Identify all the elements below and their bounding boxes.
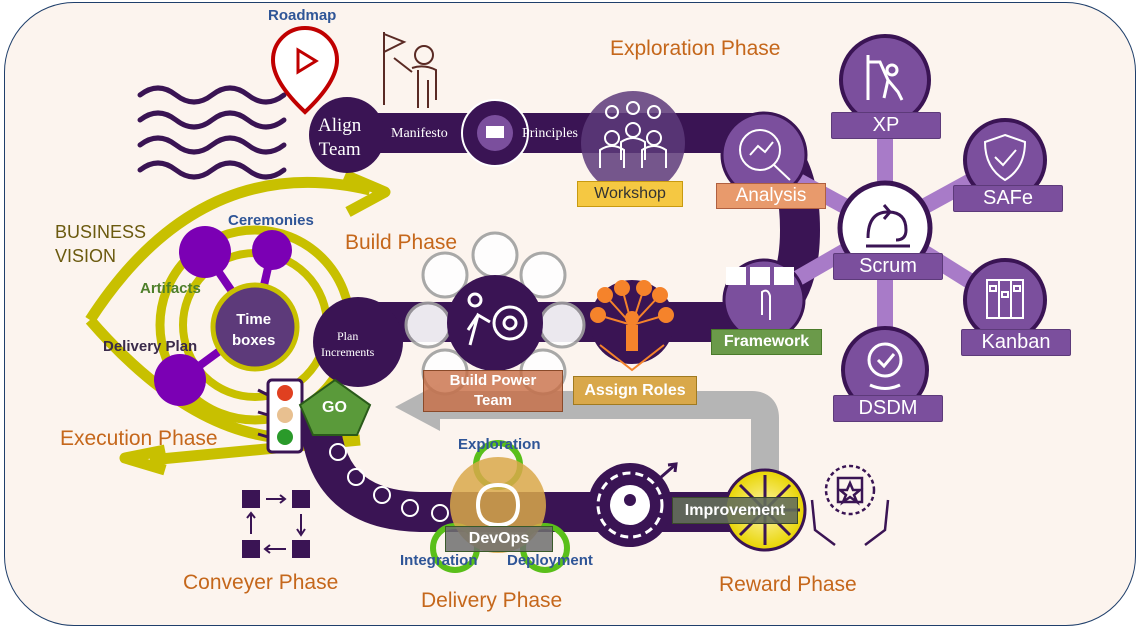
execution-phase-title: Execution Phase: [60, 427, 218, 450]
checklist-touch-icon: [726, 267, 794, 320]
reward-gear-icon: [588, 462, 678, 547]
time-boxes-pupil: [210, 282, 300, 372]
workshop-box[interactable]: Workshop: [577, 181, 683, 207]
hands-star-icon: [810, 464, 890, 546]
conveyer-phase-title: Conveyer Phase: [183, 571, 339, 594]
scrum-cycle-icon: [866, 204, 910, 248]
plan-increments-node: [313, 297, 403, 387]
roles-network-icon: [590, 280, 674, 372]
safe-box[interactable]: SAFe: [953, 185, 1063, 212]
kanban-node: [963, 258, 1047, 342]
devops-cycle-icon: [476, 482, 520, 528]
delivery-plan-circle: [154, 354, 206, 406]
xp-node: [839, 34, 931, 126]
ceremonies-circle: [252, 230, 292, 270]
climber-icon: [866, 55, 904, 101]
scrum-box[interactable]: Scrum: [833, 253, 943, 280]
assign-roles-box[interactable]: Assign Roles: [573, 376, 697, 405]
manifesto-icon: [477, 115, 513, 151]
improvement-box[interactable]: Improvement: [672, 497, 798, 524]
build-power-team-box[interactable]: Build Power Team: [423, 370, 563, 412]
go-label[interactable]: GO: [322, 399, 347, 416]
kanban-box[interactable]: Kanban: [961, 329, 1071, 356]
flag-person-icon: [383, 32, 437, 108]
conveyor-squares-icon: [242, 490, 310, 558]
workshop-node: [581, 91, 685, 195]
delivery-plan-label: Delivery Plan: [103, 338, 198, 355]
build-phase-title: Build Phase: [345, 231, 458, 254]
analysis-box[interactable]: Analysis: [716, 183, 826, 209]
team-workshop-icon: [599, 101, 667, 168]
map-pin-icon: [270, 25, 340, 115]
dsdm-box[interactable]: DSDM: [833, 395, 943, 422]
xp-box[interactable]: XP: [831, 112, 941, 139]
traffic-light-icon: [257, 378, 304, 454]
integration-label: Integration: [400, 552, 478, 569]
principles-label: Principles: [522, 126, 578, 141]
team-gear-icon: [466, 292, 528, 346]
analysis-magnifier-icon: [739, 129, 791, 181]
align-team-label: Align Team: [318, 115, 362, 160]
delivery-phase-title: Delivery Phase: [421, 589, 563, 612]
exploration-label: Exploration: [458, 436, 541, 453]
artifacts-label: Artifacts: [140, 280, 201, 297]
reward-phase-title: Reward Phase: [719, 573, 857, 596]
ceremonies-label: Ceremonies: [228, 212, 314, 229]
align-team-node: [309, 97, 385, 173]
go-pentagon[interactable]: [298, 378, 372, 436]
devops-box[interactable]: DevOps: [445, 526, 553, 552]
roadmap-label: Roadmap: [268, 7, 337, 24]
plan-increments-label: Plan Increments: [321, 329, 375, 360]
time-boxes-label: Time boxes: [232, 311, 276, 349]
framework-box[interactable]: Framework: [711, 329, 822, 355]
shield-icon: [983, 133, 1027, 182]
dsdm-cycle-icon: [867, 342, 903, 390]
artifacts-circle: [179, 226, 231, 278]
conveyor-arrows: [329, 443, 449, 522]
waves-icon: [137, 85, 287, 180]
deployment-label: Deployment: [507, 552, 593, 569]
exploration-phase-title: Exploration Phase: [610, 37, 781, 60]
kanban-board-icon: [986, 279, 1024, 319]
business-vision-label: BUSINESS VISION: [55, 222, 147, 267]
manifesto-label: Manifesto: [391, 126, 448, 141]
